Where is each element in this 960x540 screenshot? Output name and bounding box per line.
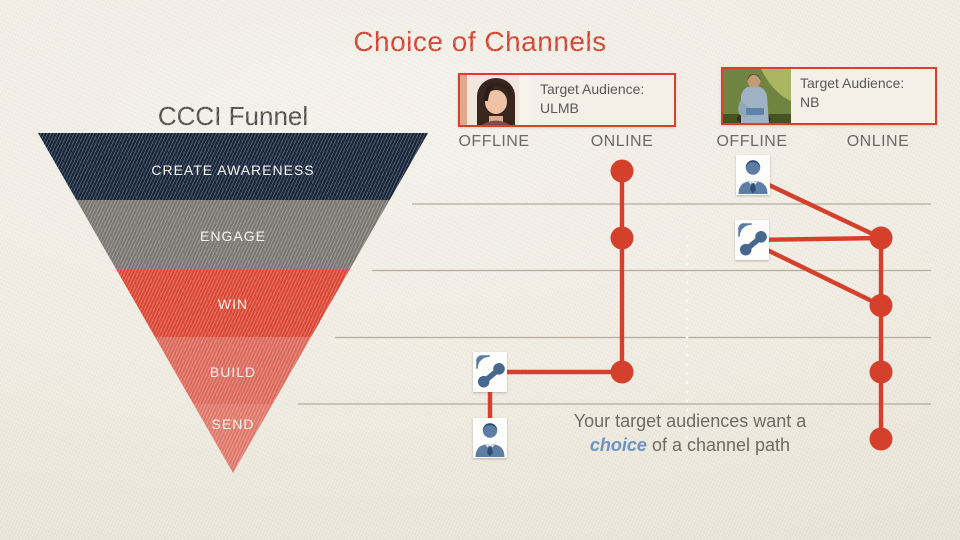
slide-title: Choice of Channels <box>353 26 607 57</box>
nb-engage-offline-channel <box>735 220 769 260</box>
funnel-heading: CCCI Funnel <box>157 101 309 131</box>
funnel-label-create-awareness: CREATE AWARENESS <box>151 162 314 178</box>
column-header-offline-nb: OFFLINE <box>716 133 788 150</box>
column-header-offline-ulmb: OFFLINE <box>458 133 530 150</box>
caption-line2-rest: of a channel path <box>651 435 791 456</box>
funnel-label-send: SEND <box>212 416 255 432</box>
funnel-stage-build <box>155 337 311 404</box>
phone-call-icon <box>738 223 767 256</box>
funnel-stage-create-awareness <box>38 133 428 200</box>
woman-portrait-photo <box>460 75 531 125</box>
funnel-stage-win <box>116 270 350 337</box>
ulmb-path-nodes <box>610 159 634 384</box>
funnel-stage-engage <box>76 200 390 270</box>
ulmb-build-offline-channel <box>473 352 507 392</box>
funnel-stage-send <box>193 404 273 473</box>
audience-card-ulmb: Target Audience: ULMB <box>458 73 676 127</box>
ccci-funnel-diagram: CREATE AWARENESS ENGAGE WIN BUILD SEND <box>38 133 428 473</box>
column-header-online-ulmb: ONLINE <box>590 133 654 150</box>
audience-name-ulmb: ULMB <box>540 99 579 116</box>
businessman-icon <box>475 423 505 457</box>
funnel-label-win: WIN <box>218 296 248 312</box>
audience-label: Target Audience: <box>800 75 905 91</box>
phone-call-icon <box>476 355 505 388</box>
caption-line2: choice of a channel path <box>528 433 852 457</box>
funnel-label-build: BUILD <box>210 364 256 380</box>
ulmb-send-offline-channel <box>473 418 507 458</box>
funnel-label-engage: ENGAGE <box>200 228 266 244</box>
audience-name-nb: NB <box>800 93 820 110</box>
businessman-icon <box>738 160 768 194</box>
caption-line1: Your target audiences want a <box>573 411 807 431</box>
audience-label: Target Audience: <box>540 81 645 97</box>
man-reading-outdoors-photo <box>723 69 791 123</box>
nb-channel-path <box>751 175 884 439</box>
audience-card-nb: Target Audience: NB <box>721 67 937 125</box>
ulmb-channel-path <box>487 171 625 438</box>
caption-highlight: choice <box>589 435 647 456</box>
nb-awareness-offline-channel <box>736 155 770 195</box>
column-header-online-nb: ONLINE <box>846 133 910 150</box>
stage-gridlines <box>298 203 931 405</box>
caption: Your target audiences want a choice of a… <box>528 409 852 458</box>
nb-path-nodes <box>869 226 893 451</box>
